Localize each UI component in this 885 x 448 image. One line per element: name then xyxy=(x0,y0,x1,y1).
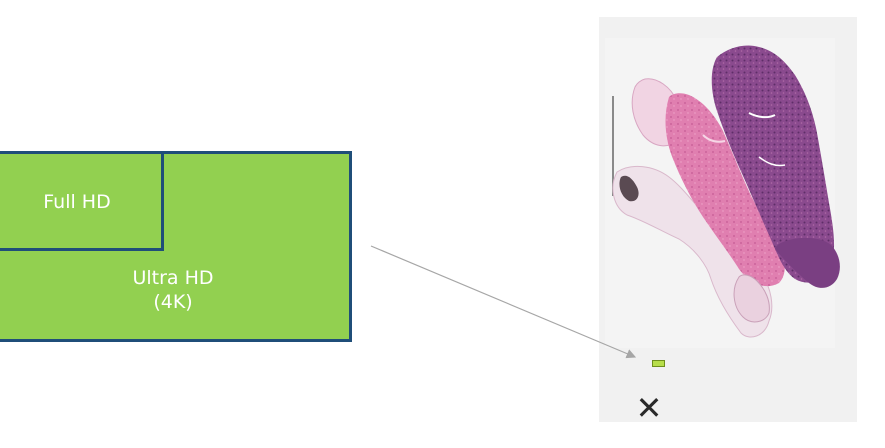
full-hd-label: Full HD xyxy=(12,190,142,214)
tissue-purple-lobe xyxy=(775,237,840,288)
full-hd-box xyxy=(0,151,164,251)
tissue-dark-fragment xyxy=(619,175,639,202)
close-icon[interactable]: ✕ xyxy=(635,389,663,427)
tissue-lower-fragment xyxy=(733,274,770,323)
slide-scale-bar xyxy=(612,96,614,196)
tissue-crack-detail-3 xyxy=(702,134,726,143)
tissue-section-image xyxy=(612,45,840,338)
ultra-hd-label-line2: (4K) xyxy=(153,291,193,313)
ultra-hd-label-line1: Ultra HD xyxy=(132,267,214,289)
tissue-crack-detail xyxy=(748,112,776,119)
tissue-pink-stroma xyxy=(665,93,785,287)
ultra-hd-label: Ultra HD (4K) xyxy=(98,266,248,314)
tissue-crack-detail-2 xyxy=(758,156,786,167)
full-hd-label-text: Full HD xyxy=(43,191,111,213)
tissue-pale-region xyxy=(612,165,773,338)
viewport-marker xyxy=(652,360,665,367)
